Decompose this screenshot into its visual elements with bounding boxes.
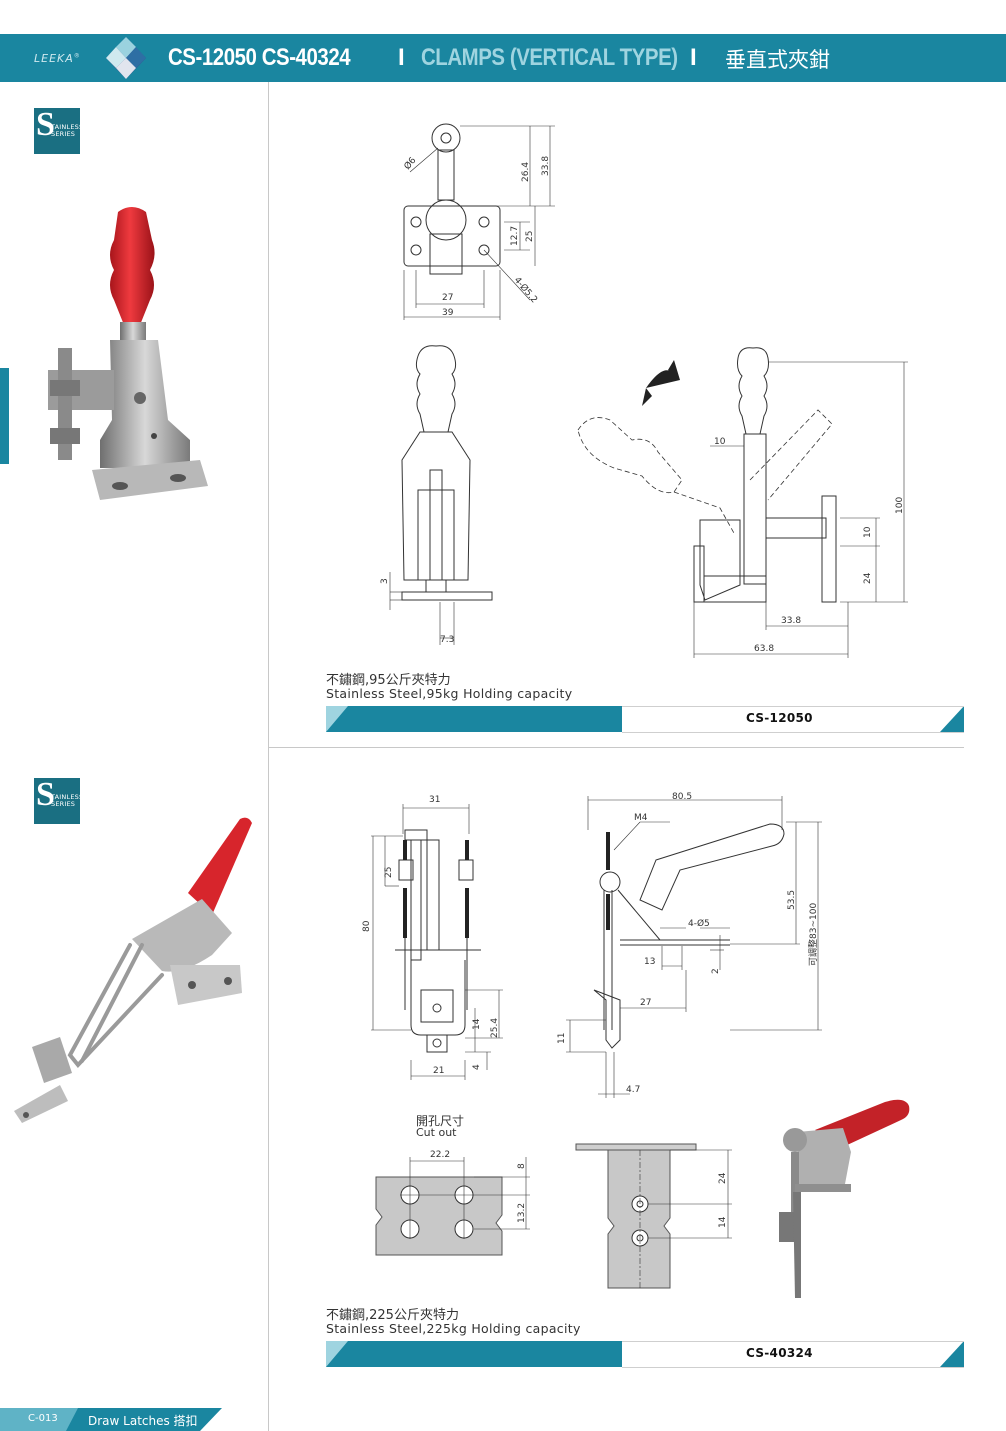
footer-tab [0,1408,222,1431]
dimension-label: 25.4 [490,1018,500,1038]
dimension-label: M4 [634,813,648,823]
diamond-logo-icon [106,37,146,79]
caption-cn: 不鏽鋼,95公斤夾特力 [326,673,451,688]
dimension-label: 2 [711,968,721,974]
dimension-label: 80.5 [672,792,692,802]
dimension-label: 14 [718,1216,728,1228]
drawing-cs40324-cutout: 22.2 8 13.2 [375,1150,530,1256]
model-number: CS-12050 [746,711,813,725]
drawing-cs12050-top-view: Ø6 26.4 33.8 12.7 25 4-Ø5.2 27 39 [402,123,555,320]
header-bar [0,34,1006,82]
dimension-label: 100 [895,497,905,514]
drawing-cs12050-side-view: 10 10 24 100 33.8 63.8 [577,347,908,658]
dimension-label: 25 [525,231,535,242]
dimension-label: 10 [863,526,873,538]
dimension-label: 可調整83~100 [807,903,819,966]
vertical-divider [268,82,269,1431]
dimension-label: 22.2 [430,1150,450,1160]
dimension-label: 21 [433,1066,444,1076]
drawing-cs40324-plate: 24 14 [575,1143,732,1289]
model-bar: CS-40324 [326,1341,964,1368]
drawing-cs40324-side-view: 80.5 M4 4-Ø5 53.5 可調整83~100 13 2 27 11 4… [557,792,822,1098]
drawing-cs40324-front-view: 31 25 80 14 25.4 4 21 [362,795,503,1080]
caption-en: Stainless Steel,225kg Holding capacity [326,1321,581,1336]
header-separator: I [398,44,405,71]
dimension-label: 11 [557,1033,567,1044]
dimension-label: 13.2 [517,1203,527,1223]
dimension-label: 27 [442,293,453,303]
dimension-label: 8 [517,1163,527,1169]
dimension-label: 53.5 [787,890,797,910]
header-models: CS-12050 CS-40324 [168,44,351,71]
dimension-label: 4-Ø5.2 [512,275,540,305]
product-photo-cs40324 [14,817,252,1123]
dimension-label: 27 [640,998,651,1008]
footer-section-label: Draw Latches 搭扣 [88,1414,198,1428]
brand-logo: LEEKA® [34,52,81,65]
header-separator: I [690,44,697,71]
header-type-en: CLAMPS (VERTICAL TYPE) [421,44,678,71]
dimension-label: 4-Ø5 [688,918,710,929]
side-tab [0,368,9,464]
dimension-label: 12.7 [510,226,520,246]
dimension-label: 10 [714,437,726,447]
dimension-label: 25 [384,867,394,878]
dimension-label: 33.8 [781,616,801,626]
dimension-label: 4.7 [626,1085,640,1095]
dimension-label: 26.4 [521,162,531,182]
section-divider [269,747,964,748]
caption-en: Stainless Steel,95kg Holding capacity [326,686,573,701]
drawing-cs12050-front-view: 3 7.3 [380,345,493,645]
product-photo-cs12050 [48,207,208,500]
dimension-label: 14 [472,1018,482,1030]
cutout-label-en: Cut out [416,1126,457,1139]
caption-cn: 不鏽鋼,225公斤夾特力 [326,1308,459,1323]
dimension-label: 7.3 [440,635,454,645]
model-number: CS-40324 [746,1346,813,1360]
dimension-label: 80 [362,920,372,932]
cutout-label-cn: 開孔尺寸 [416,1114,465,1128]
dimension-label: 3 [380,578,390,584]
dimension-label: 63.8 [754,644,774,654]
dimension-label: 39 [442,308,454,318]
product-photo-cs40324-mounted [779,1099,910,1298]
page-code: C-013 [28,1413,58,1424]
dimension-label: Ø6 [402,155,419,172]
dimension-label: 4 [472,1064,482,1070]
model-bar: CS-12050 [326,706,964,733]
dimension-label: 13 [644,957,655,967]
dimension-label: 24 [718,1172,728,1184]
dimension-label: 24 [863,572,873,584]
dimension-label: 33.8 [541,156,551,176]
dimension-label: 31 [429,795,440,805]
header-type-cn: 垂直式夾鉗 [725,48,830,72]
